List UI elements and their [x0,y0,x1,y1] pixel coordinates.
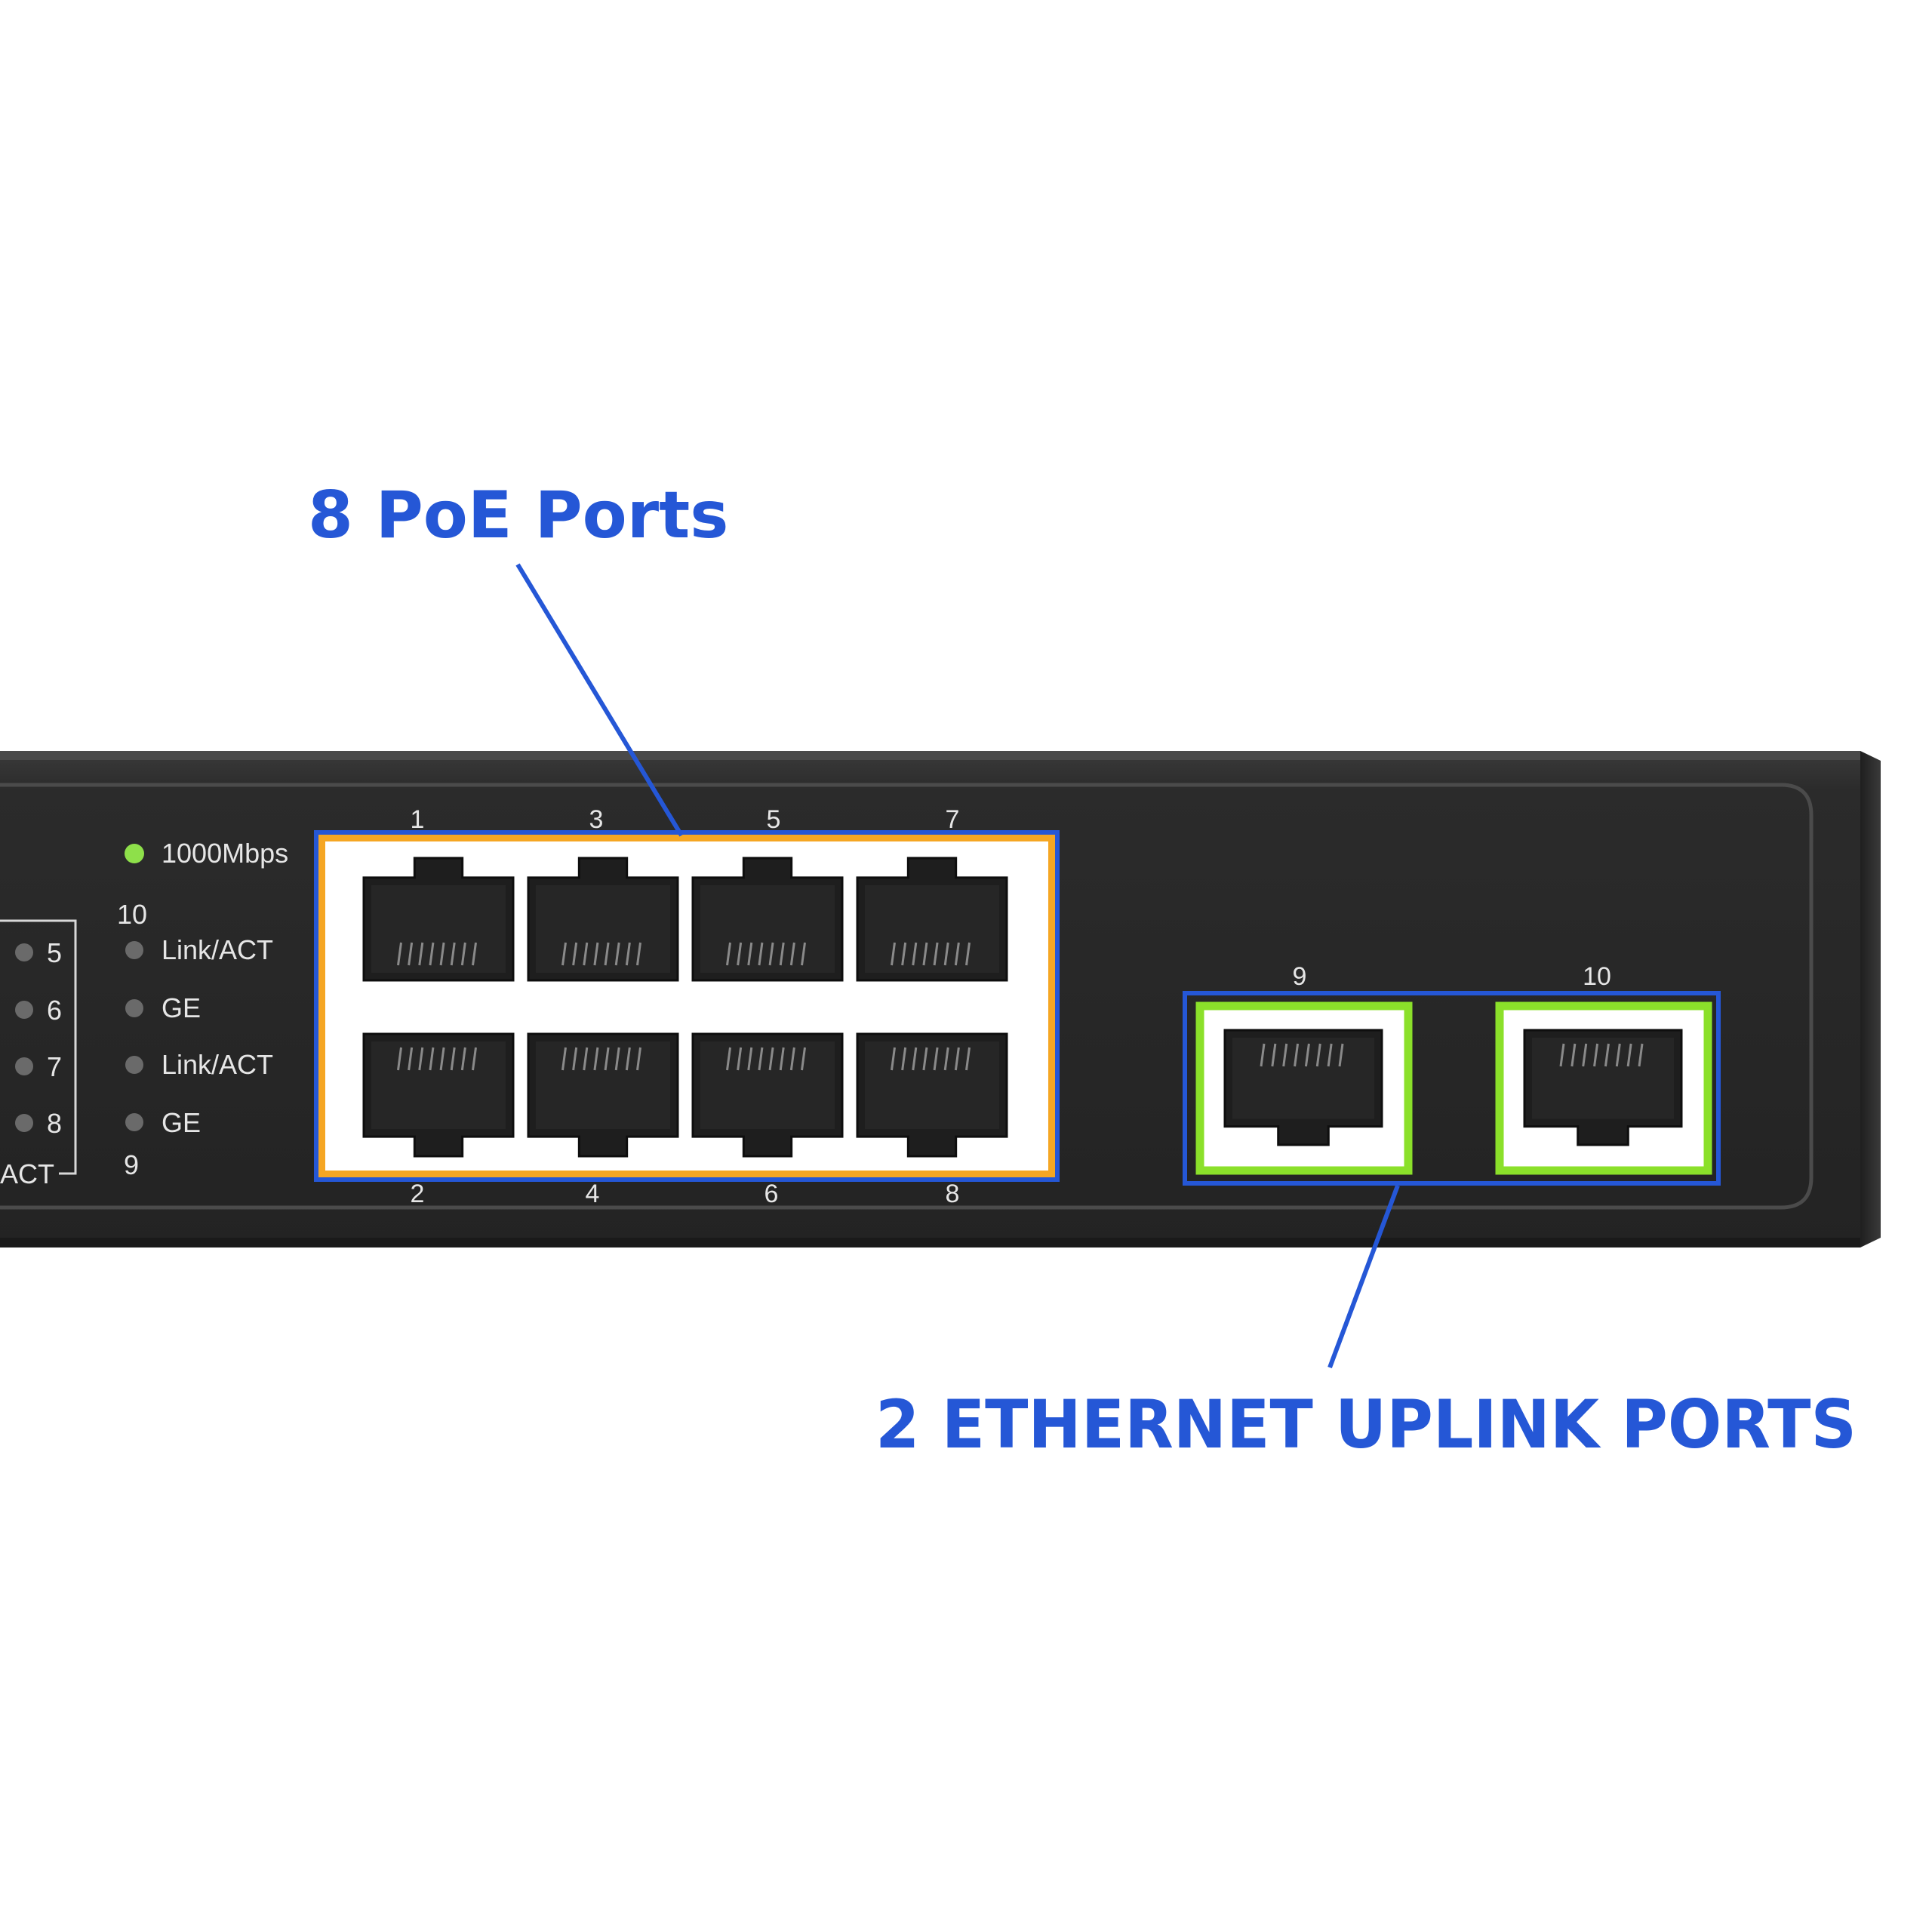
poe-port-number: 4 [586,1180,600,1208]
poe-leader-line [515,563,684,837]
led-indicator [15,1001,33,1019]
uplink-leader-line [1327,1184,1400,1369]
left-led-number: 8 [47,1108,62,1139]
led-row-label: Link/ACT [162,1049,273,1080]
poe-port-numbers: 1 3 5 7 2 4 6 8 [411,805,960,1208]
poe-port-number: 1 [411,805,425,834]
left-led-number: 6 [47,995,62,1026]
rj45-port-icon [856,857,1008,982]
uplink-port-numbers: 9 10 [1293,962,1611,991]
left-group-label: ACT [0,1158,54,1189]
poe-port-number: 8 [946,1180,960,1208]
led-row-label: Link/ACT [162,934,273,965]
right-led-column [125,844,144,1131]
poe-port-number: 7 [946,805,960,834]
led-row-label: GE [162,1107,201,1138]
left-led-column [15,943,33,1132]
poe-port-number: 5 [767,805,781,834]
uplink-port-number: 9 [1293,962,1307,991]
poe-ports [362,857,1008,1158]
led-group-bracket [0,919,77,1175]
speed-led-on [125,844,144,863]
rj45-port-icon [691,857,844,982]
led-indicator [125,1113,143,1131]
port-9-led-label: 9 [124,1149,139,1180]
uplink-callout-title: 2 ETHERNET UPLINK PORTS [875,1386,1857,1463]
left-led-number: 5 [47,937,62,968]
led-row-label: GE [162,992,201,1023]
poe-port-number: 2 [411,1180,425,1208]
led-indicator [125,1056,143,1074]
led-indicator [15,1057,33,1075]
uplink-ports [1223,1029,1683,1146]
poe-port-number: 3 [589,805,604,834]
rj45-port-icon [527,1032,679,1158]
rj45-port-icon [856,1032,1008,1158]
led-indicator [125,999,143,1017]
poe-port-number: 6 [764,1180,779,1208]
rj45-port-icon [691,1032,844,1158]
left-led-number: 7 [47,1051,62,1082]
led-panel-labels: 5 6 7 8 ACT 1000Mbps 10 Link/ACT GE Link… [0,838,288,1189]
rj45-port-icon [362,857,515,982]
port-10-led-label: 10 [117,899,147,930]
led-indicator [125,941,143,959]
poe-callout-title: 8 PoE Ports [308,478,728,553]
rj45-port-icon [527,857,679,982]
speed-label: 1000Mbps [162,838,288,869]
callout-leader-lines [515,563,1400,1369]
uplink-port-number: 10 [1583,962,1611,991]
rj45-port-icon [1223,1029,1383,1146]
rj45-port-icon [1523,1029,1683,1146]
led-indicator [15,1114,33,1132]
led-indicator [15,943,33,961]
rj45-port-icon [362,1032,515,1158]
